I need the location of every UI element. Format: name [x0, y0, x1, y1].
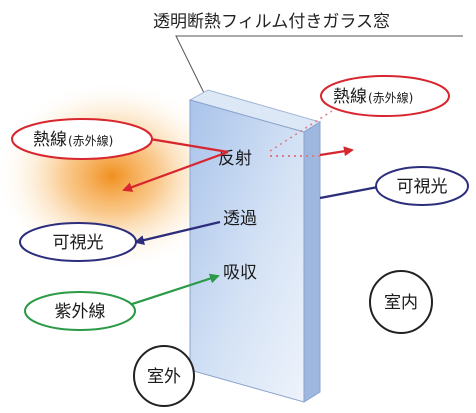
- visible-left-arrow: [134, 220, 221, 246]
- heat-left-pill: 熱線(赤外線): [11, 118, 153, 160]
- outdoor-text: 室外: [147, 367, 181, 387]
- glass-front-face: [189, 99, 305, 403]
- uv-text: 紫外線: [55, 302, 106, 322]
- visible-left-text: 可視光: [53, 233, 104, 253]
- svg-text:熱線(赤外線): 熱線(赤外線): [333, 87, 413, 107]
- visible-right-pill: 可視光: [375, 166, 469, 206]
- indoor-text: 室内: [384, 293, 418, 313]
- visible-right-text: 可視光: [397, 177, 448, 197]
- title-leader-line: [175, 35, 463, 96]
- uv-arrow: [125, 273, 220, 308]
- glass-side-edge: [303, 121, 321, 403]
- glass-pane: [188, 89, 322, 403]
- heat-reflected-arrow: [122, 150, 229, 192]
- heat-right-pill: 熱線(赤外線): [320, 75, 450, 117]
- reflection-label: 反射: [218, 149, 252, 169]
- heat-incoming-line: [149, 137, 229, 154]
- uv-pill: 紫外線: [24, 291, 136, 331]
- visible-right-line: [319, 185, 379, 200]
- heat-leader-dotted: [269, 110, 333, 152]
- heat-right-main-text: 熱線: [333, 87, 367, 107]
- absorption-label: 吸収: [223, 263, 257, 283]
- outdoor-circle: 室外: [133, 345, 195, 407]
- svg-text:熱線(赤外線): 熱線(赤外線): [33, 130, 113, 150]
- indoor-circle: 室内: [369, 270, 433, 334]
- heat-right-sub-text: (赤外線): [368, 90, 413, 105]
- visible-left-pill: 可視光: [19, 222, 137, 262]
- diagram-title: 透明断熱フィルム付きガラス窓: [153, 12, 390, 32]
- heat-left-sub-text: (赤外線): [68, 133, 113, 148]
- transmission-label: 透過: [223, 209, 257, 229]
- heat-transmitted-arrow: [319, 146, 354, 157]
- heat-left-main-text: 熱線: [33, 130, 67, 150]
